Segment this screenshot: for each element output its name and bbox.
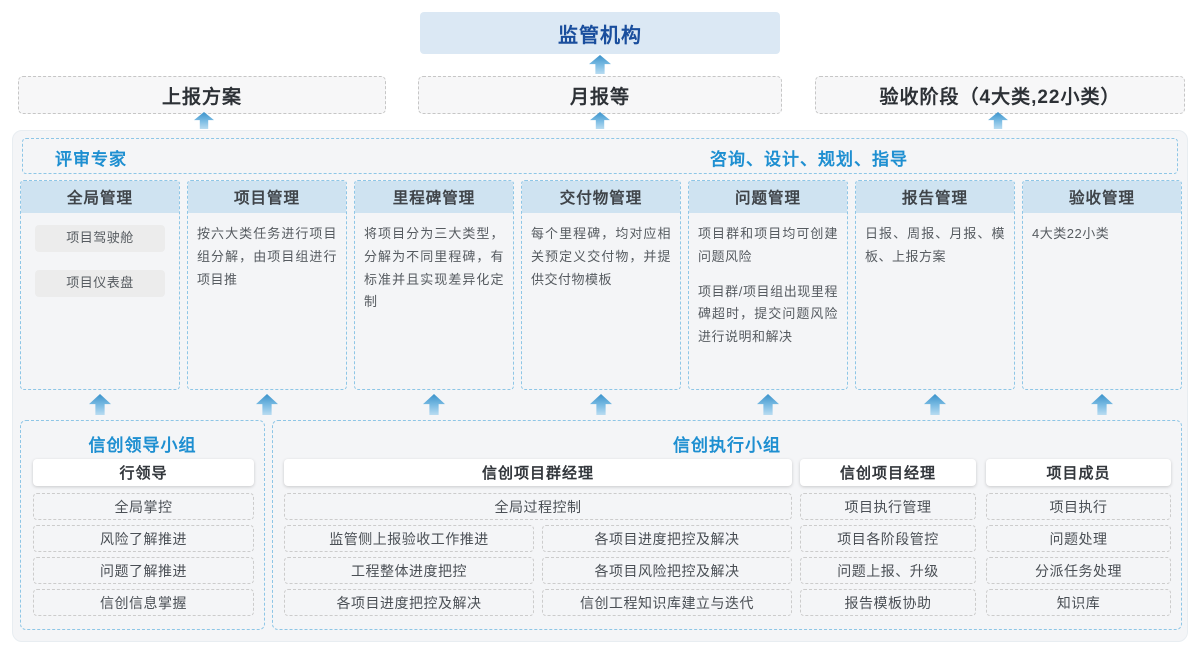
report-box-plan: 上报方案	[18, 76, 386, 114]
pg-manager-item: 各项目进度把控及解决	[542, 525, 792, 552]
column-description: 项目群/项目组出现里程碑超时，提交问题风险进行说明和解决	[698, 283, 838, 345]
column-description: 按六大类任务进行项目组分解，由项目组进行项目推	[197, 226, 337, 287]
pm-item: 项目各阶段管控	[800, 525, 976, 552]
column-description: 日报、周报、月报、模板、上报方案	[865, 226, 1005, 264]
pg-manager-item: 各项目进度把控及解决	[284, 589, 534, 616]
up-arrow-icon	[988, 112, 1008, 129]
consulting-label: 咨询、设计、规划、指导	[710, 149, 908, 169]
pm-item: 项目执行管理	[800, 493, 976, 520]
experts-label: 评审专家	[55, 149, 127, 169]
member-item: 项目执行	[986, 493, 1171, 520]
column-global-mgmt: 全局管理 项目驾驶舱 项目仪表盘	[20, 180, 180, 390]
pg-manager-item: 各项目风险把控及解决	[542, 557, 792, 584]
column-title: 问题管理	[689, 181, 847, 213]
column-acceptance-mgmt: 验收管理 4大类22小类	[1022, 180, 1182, 390]
member-item: 问题处理	[986, 525, 1171, 552]
pg-manager-item: 信创工程知识库建立与迭代	[542, 589, 792, 616]
member-item: 分派任务处理	[986, 557, 1171, 584]
column-title: 验收管理	[1023, 181, 1181, 213]
role-project-member: 项目成员	[986, 459, 1171, 486]
column-project-mgmt: 项目管理 按六大类任务进行项目组分解，由项目组进行项目推	[187, 180, 347, 390]
member-item: 知识库	[986, 589, 1171, 616]
report-box-monthly: 月报等	[418, 76, 782, 114]
role-bank-leader: 行领导	[33, 459, 254, 486]
up-arrow-icon	[194, 112, 214, 129]
column-title: 里程碑管理	[355, 181, 513, 213]
report-box-acceptance: 验收阶段（4大类,22小类）	[815, 76, 1185, 114]
column-deliverable-mgmt: 交付物管理 每个里程碑，均对应相关预定义交付物，并提供交付物模板	[521, 180, 681, 390]
leader-group: 信创领导小组 行领导 全局掌控 风险了解推进 问题了解推进 信创信息掌握	[20, 420, 265, 630]
column-description: 将项目分为三大类型，分解为不同里程碑，有标准并且实现差异化定制	[364, 226, 504, 310]
pm-item: 报告模板协助	[800, 589, 976, 616]
up-arrow-icon	[589, 55, 611, 74]
column-title: 交付物管理	[522, 181, 680, 213]
column-title: 全局管理	[21, 181, 179, 213]
pg-manager-item: 监管侧上报验收工作推进	[284, 525, 534, 552]
leader-item: 问题了解推进	[33, 557, 254, 584]
up-arrow-icon	[590, 112, 610, 129]
pg-manager-item: 工程整体进度把控	[284, 557, 534, 584]
pill-project-cockpit: 项目驾驶舱	[35, 225, 165, 252]
execution-group-title: 信创执行小组	[673, 436, 781, 455]
role-program-group-manager: 信创项目群经理	[284, 459, 792, 486]
column-title: 报告管理	[856, 181, 1014, 213]
execution-group: 信创执行小组 信创项目群经理 全局过程控制 监管侧上报验收工作推进 工程整体进度…	[272, 420, 1182, 630]
leader-item: 全局掌控	[33, 493, 254, 520]
experts-bar: 评审专家 咨询、设计、规划、指导	[22, 138, 1178, 174]
leader-item: 风险了解推进	[33, 525, 254, 552]
role-project-manager: 信创项目经理	[800, 459, 976, 486]
regulator-box: 监管机构	[420, 12, 780, 54]
column-milestone-mgmt: 里程碑管理 将项目分为三大类型，分解为不同里程碑，有标准并且实现差异化定制	[354, 180, 514, 390]
column-description: 每个里程碑，均对应相关预定义交付物，并提供交付物模板	[531, 226, 671, 287]
leader-group-title: 信创领导小组	[88, 436, 197, 455]
column-description: 项目群和项目均可创建问题风险	[698, 226, 838, 264]
column-title: 项目管理	[188, 181, 346, 213]
leader-item: 信创信息掌握	[33, 589, 254, 616]
column-description: 4大类22小类	[1032, 226, 1110, 241]
pill-project-dashboard: 项目仪表盘	[35, 270, 165, 297]
pg-manager-item: 全局过程控制	[284, 493, 792, 520]
pm-item: 问题上报、升级	[800, 557, 976, 584]
column-issue-mgmt: 问题管理 项目群和项目均可创建问题风险 项目群/项目组出现里程碑超时，提交问题风…	[688, 180, 848, 390]
column-report-mgmt: 报告管理 日报、周报、月报、模板、上报方案	[855, 180, 1015, 390]
